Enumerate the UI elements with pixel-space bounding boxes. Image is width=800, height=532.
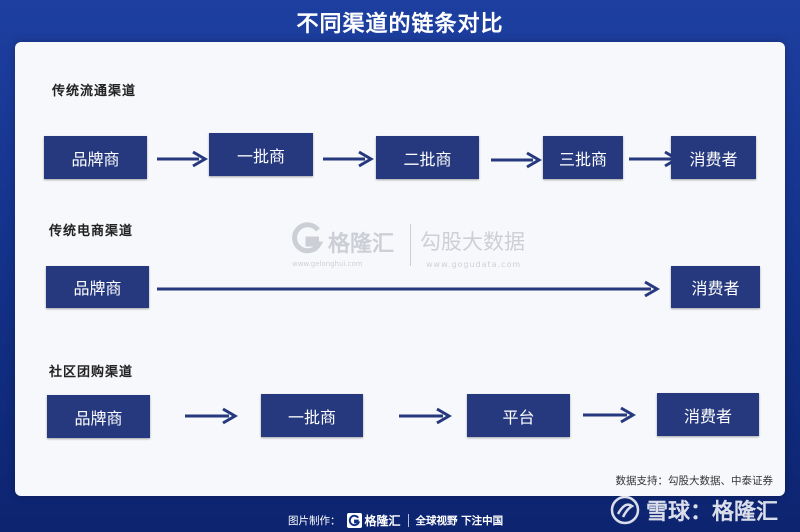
section-heading-traditional-distribution: 传统流通渠道	[52, 84, 137, 99]
diagram-panel: 传统流通渠道 品牌商 一批商 二批商 三批商 消费者 传统电商渠道 品牌商 消费…	[15, 42, 785, 496]
section-heading-community-group-buying: 社区团购渠道	[49, 365, 134, 380]
arrow-icon	[491, 151, 542, 169]
footer-divider	[407, 513, 409, 527]
footer-brand: 格隆汇	[364, 513, 401, 528]
xueqiu-watermark-text: 雪球：格隆汇	[645, 500, 778, 525]
node-third-wholesaler: 三批商	[543, 136, 623, 179]
node-consumer: 消费者	[657, 393, 759, 436]
data-source-note: 数据支持：勾股大数据、中泰证券	[615, 475, 774, 487]
page-title: 不同渠道的链条对比	[296, 12, 504, 37]
node-brand: 品牌商	[44, 136, 147, 179]
footer-slogan: 全球视野 下注中国	[415, 514, 504, 527]
section-heading-traditional-ecommerce: 传统电商渠道	[49, 224, 134, 239]
arrow-icon	[185, 407, 238, 425]
arrow-icon	[583, 406, 636, 424]
footer-credit-group: 图片制作： 格隆汇 全球视野 下注中国	[288, 508, 503, 532]
node-first-wholesaler: 一批商	[209, 133, 313, 176]
node-consumer: 消费者	[671, 136, 756, 179]
node-consumer: 消费者	[671, 266, 760, 308]
watermark-brand-url: www.gelonghui.com	[292, 260, 363, 268]
footer: 图片制作： 格隆汇 全球视野 下注中国	[0, 508, 800, 532]
watermark-name: 勾股大数据	[420, 230, 525, 254]
node-platform: 平台	[467, 394, 570, 437]
watermark-divider	[410, 224, 411, 266]
node-brand: 品牌商	[47, 395, 150, 438]
node-brand: 品牌商	[46, 266, 149, 308]
watermark-url: www.gogudata.com	[426, 260, 522, 269]
gelonghui-logo-icon	[292, 222, 324, 254]
arrow-icon	[157, 280, 660, 298]
node-first-wholesaler: 一批商	[261, 394, 363, 437]
node-second-wholesaler: 二批商	[376, 136, 479, 179]
xueqiu-logo-icon	[610, 495, 640, 525]
watermark-brand: 格隆汇	[328, 232, 395, 257]
arrow-icon	[323, 150, 374, 168]
arrow-icon	[399, 407, 452, 425]
gelonghui-logo-icon	[346, 512, 362, 528]
watermark: 格隆汇 www.gelonghui.com 勾股大数据 www.gogudata…	[290, 222, 530, 282]
xueqiu-watermark: 雪球：格隆汇	[610, 494, 778, 526]
arrow-icon	[157, 150, 208, 168]
footer-credit-label: 图片制作：	[288, 514, 341, 527]
